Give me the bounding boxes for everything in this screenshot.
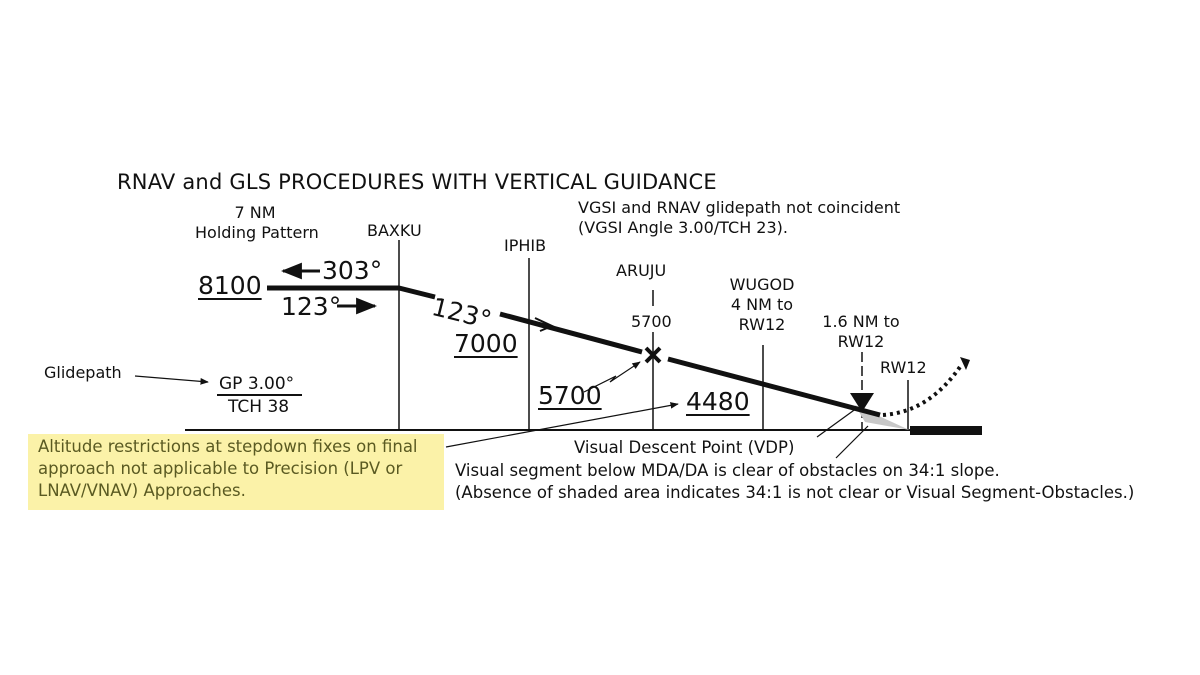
descent-path-2 [499,311,643,355]
fix-label-aruju: ARUJU [616,261,667,280]
vdp-distance-label: 1.6 NM to RW12 [815,312,907,352]
vgsi-note: VGSI and RNAV glidepath not coincident (… [578,198,900,238]
visual-segment-pointer [835,425,869,459]
missed-approach-arrow-icon [960,357,970,370]
holding-pattern-text: Holding Pattern [195,223,319,242]
gp-angle: GP 3.00° [219,374,295,394]
descent-path-3 [667,356,881,418]
vgsi-note-line1: VGSI and RNAV glidepath not coincident [578,198,901,217]
fix-label-baxku: BAXKU [367,221,422,240]
glidepath-pointer [134,375,209,385]
runway-bar [910,426,982,435]
missed-approach-path [882,362,964,417]
holding-label: 7 NM Holding Pattern [195,203,319,243]
descent-path-1 [398,285,436,300]
diagram-title: RNAV and GLS PROCEDURES WITH VERTICAL GU… [117,170,717,194]
course-arrow-icon [534,317,555,332]
visual-segment-shade [855,405,910,430]
fix-label-iphib: IPHIB [504,236,547,255]
altitude-pointer-5700 [583,361,641,393]
vdp-label: Visual Descent Point (VDP) [574,438,795,457]
stepdown-fix-icon [644,346,662,364]
glidepath-label: Glidepath [44,363,122,382]
aruju-altitude: 5700 [631,312,672,331]
holding-altitude: 8100 [198,271,262,300]
fix-label-wugod: WUGOD 4 NM to RW12 [716,275,808,335]
inbound-course: 123° [281,292,342,321]
gp-tch: TCH 38 [228,397,290,417]
visual-segment-line1: Visual segment below MDA/DA is clear of … [455,461,1000,480]
wugod-distance: 4 NM to [730,295,794,314]
callout-note: Altitude restrictions at stepdown fixes … [38,437,418,500]
holding-distance: 7 NM [234,203,276,222]
vgsi-note-line2: (VGSI Angle 3.00/TCH 23). [578,218,788,237]
altitude-4480: 4480 [686,387,750,416]
wugod-name: WUGOD [729,275,795,294]
callout-pointer [445,402,679,448]
vdp-triangle-icon [850,393,874,412]
altitude-7000: 7000 [454,329,518,358]
callout-highlight [28,434,444,510]
visual-segment-line2: (Absence of shaded area indicates 34:1 i… [455,483,1135,502]
outbound-course: 303° [322,256,383,285]
runway-label: RW12 [880,358,927,377]
altitude-5700: 5700 [538,381,602,410]
vdp-pointer [816,407,858,438]
vdp-runway: RW12 [837,332,885,351]
vdp-distance: 1.6 NM to [822,312,900,331]
wugod-runway: RW12 [738,315,786,334]
